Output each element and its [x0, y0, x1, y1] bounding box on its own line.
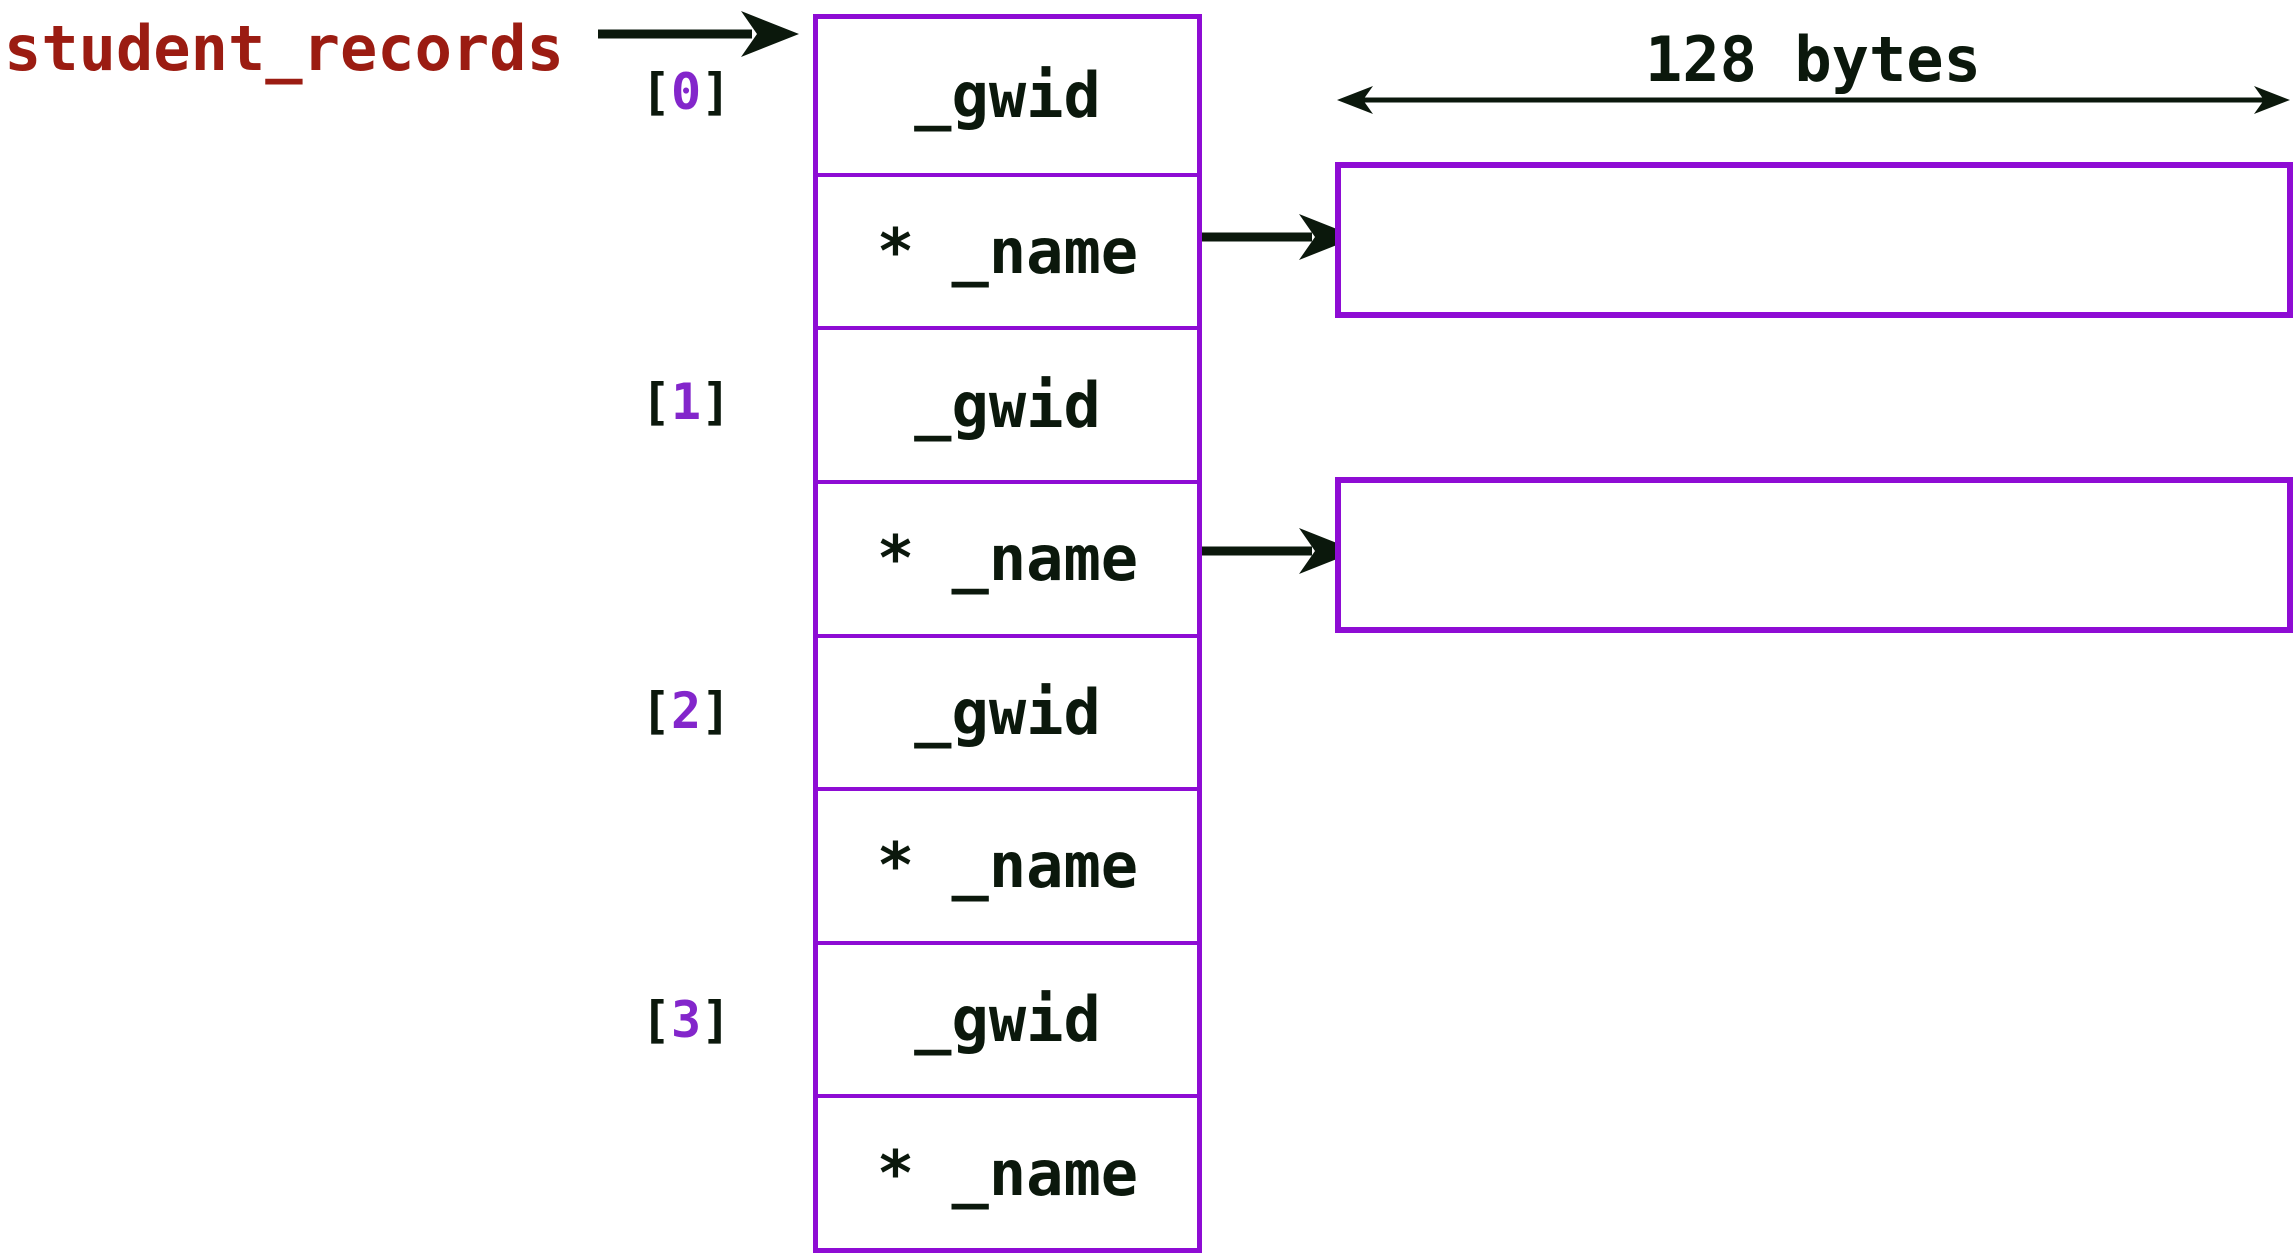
index-label-0: [0]: [626, 59, 746, 125]
array-cell-record3-gwid: _gwid: [818, 940, 1197, 1095]
index-0-digit: 0: [670, 63, 702, 121]
array-cell-record2-gwid: _gwid: [818, 633, 1197, 788]
index-2-close-bracket: ]: [701, 682, 732, 740]
memory-block-1: [1335, 477, 2293, 633]
index-label-1: [1]: [626, 369, 746, 435]
index-2-open-bracket: [: [640, 682, 671, 740]
index-label-3: [3]: [626, 987, 746, 1053]
index-1-open-bracket: [: [640, 373, 671, 431]
index-2-digit: 2: [670, 682, 702, 740]
index-label-2: [2]: [626, 678, 746, 744]
byte-size-label: 128 bytes: [1645, 23, 1981, 96]
memory-block-0: [1335, 162, 2293, 318]
variable-name-label: student_records: [4, 12, 564, 85]
index-1-digit: 1: [670, 373, 702, 431]
index-1-close-bracket: ]: [701, 373, 732, 431]
student-records-array: _gwid * _name _gwid * _name _gwid * _nam…: [813, 14, 1202, 1253]
index-3-close-bracket: ]: [701, 991, 732, 1049]
index-0-close-bracket: ]: [701, 63, 732, 121]
array-cell-record1-gwid: _gwid: [818, 326, 1197, 480]
array-cell-record1-name: * _name: [818, 479, 1197, 634]
index-3-open-bracket: [: [640, 991, 671, 1049]
variable-pointer-arrow: [598, 11, 799, 57]
index-0-open-bracket: [: [640, 63, 671, 121]
index-3-digit: 3: [670, 991, 702, 1049]
array-cell-record2-name: * _name: [818, 787, 1197, 941]
array-cell-record3-name: * _name: [818, 1094, 1197, 1248]
array-cell-record0-name: * _name: [818, 172, 1197, 327]
array-cell-record0-gwid: _gwid: [914, 59, 1101, 133]
